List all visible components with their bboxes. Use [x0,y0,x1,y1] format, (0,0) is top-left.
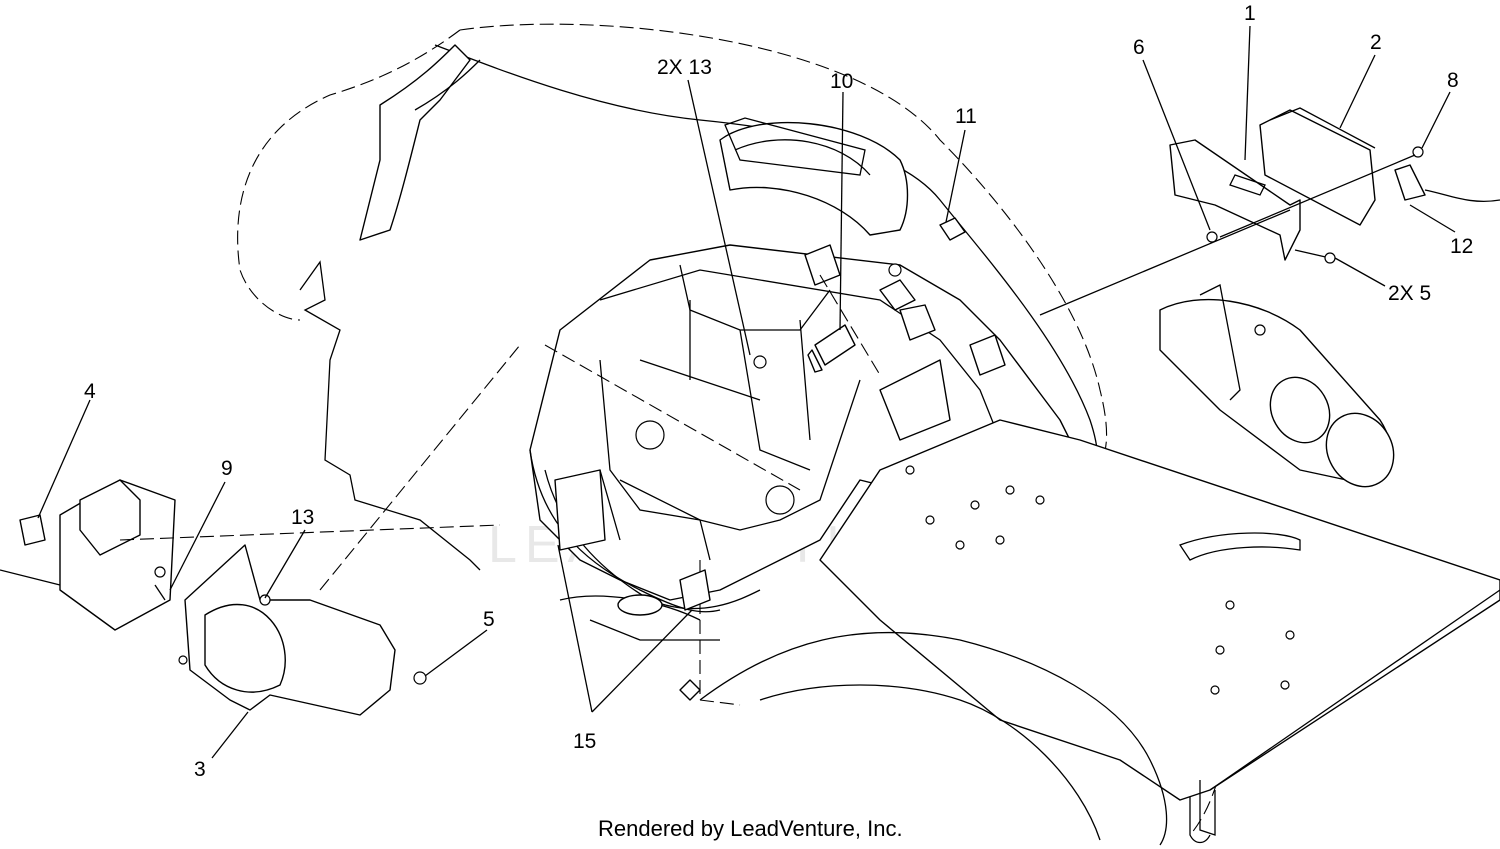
callout-2x5: 2X 5 [1388,282,1431,305]
callout-labels: 1 2 2X 13 10 6 8 11 12 2X 5 4 9 13 5 3 1… [84,2,1473,781]
callout-13: 13 [291,506,314,529]
callout-12: 12 [1450,235,1473,258]
callout-4: 4 [84,380,96,403]
floor-holes [905,465,1295,695]
callout-2: 2 [1370,31,1382,54]
callout-8: 8 [1447,69,1459,92]
callout-10: 10 [830,70,853,93]
explode-lines [119,274,881,591]
bracket-assembly-1 [1039,107,1500,316]
roller-assembly [1159,284,1395,488]
callout-6: 6 [1133,36,1145,59]
lower-body [559,560,1168,846]
callout-2x13: 2X 13 [657,56,712,79]
leader-lines [37,25,1456,759]
clips-15 [554,469,711,611]
dash-components [753,244,1006,441]
callout-5: 5 [483,608,495,631]
callout-11: 11 [955,105,977,128]
callout-3: 3 [194,758,206,781]
callout-1: 1 [1244,2,1256,25]
floor-plate [819,419,1500,836]
relay-assembly-4 [0,479,176,631]
mount-plate-3 [178,544,427,716]
switch-10 [807,324,856,373]
callout-9: 9 [221,457,233,480]
callout-15: 15 [573,730,596,753]
cap-11 [939,217,966,241]
footer-credit: Rendered by LeadVenture, Inc. [598,816,903,841]
